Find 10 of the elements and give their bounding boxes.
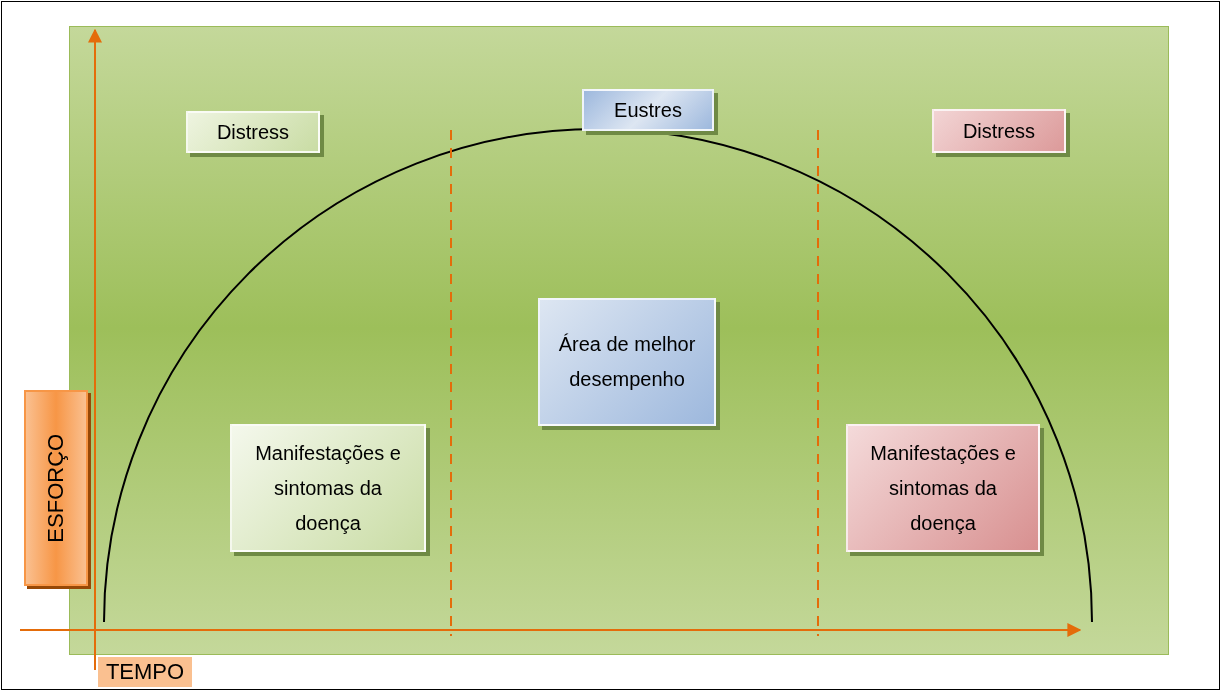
- box-label: Distress: [216, 119, 290, 145]
- axis-label-box: [98, 657, 192, 687]
- axis-label: TEMPO: [105, 658, 185, 686]
- box-label: Distress: [962, 118, 1036, 144]
- box-label: Eustres: [614, 97, 682, 123]
- box-label: Área de melhor desempenho: [557, 332, 697, 392]
- box-label: Manifestações e sintomas da doença: [254, 440, 402, 536]
- axis-label: ESFORÇO: [41, 433, 69, 543]
- box-label: Manifestações e sintomas da doença: [869, 440, 1017, 536]
- label-box: [24, 390, 88, 586]
